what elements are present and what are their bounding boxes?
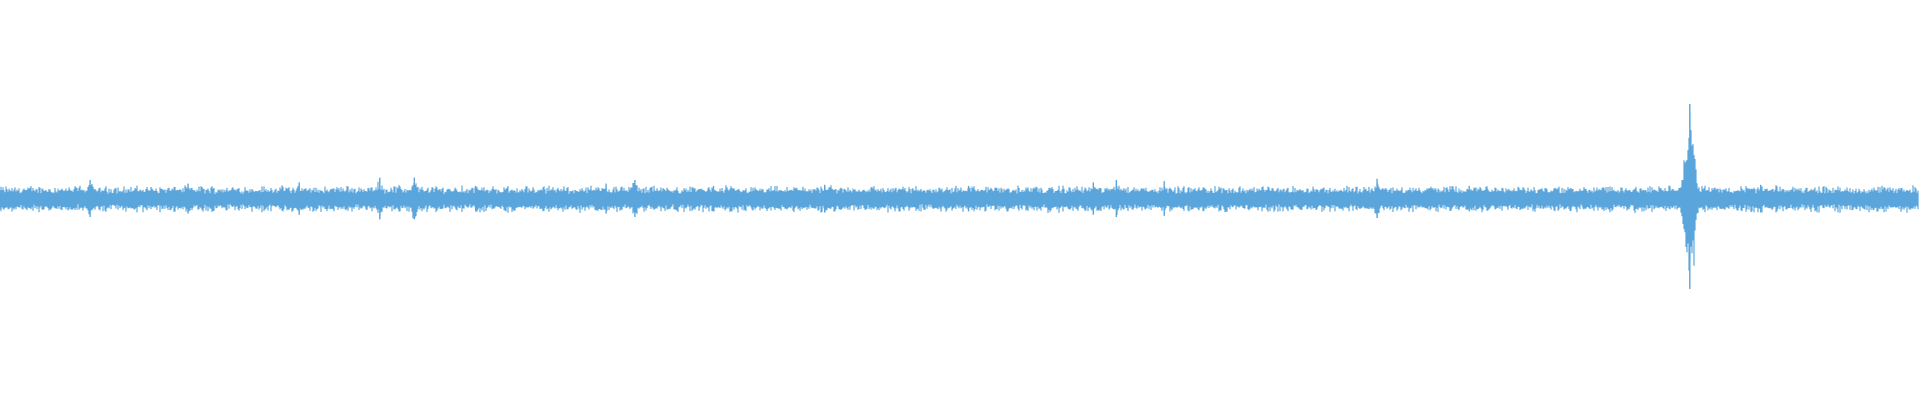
waveform-trace xyxy=(0,113,1919,271)
waveform-series xyxy=(0,104,1919,289)
